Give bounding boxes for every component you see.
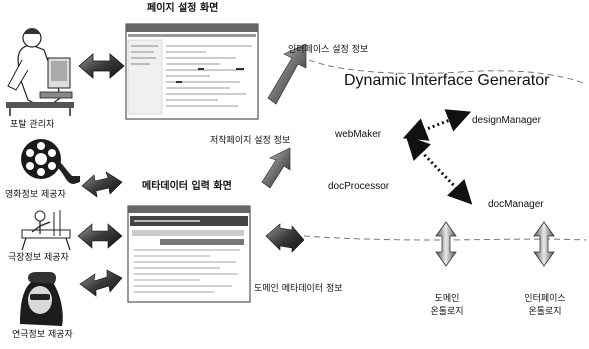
theater-provider-label: 극장정보 제공자 [8,253,69,263]
domain-ontology-label: 도메인 온톨로지 [428,293,466,319]
theater-figure [21,210,71,251]
domain-ontology-arrow [435,221,457,267]
docmanager-component: docManager [488,199,544,210]
system-title: Dynamic Interface Generator [344,72,550,89]
webmaker-designmanager-arrow [402,109,472,141]
interface-ontology-arrow [533,221,555,267]
page-setup-screenshot [125,23,259,120]
domain-metadata-flow-arrow [265,223,305,253]
authored-page-flow-arrow [261,147,291,189]
system-boundary [299,55,587,241]
actor-figure [20,272,63,326]
domain-ontology-line2: 온톨로지 [430,307,464,317]
film-reel-figure [21,139,80,184]
portal-admin-figure [6,28,74,116]
webmaker-component: webMaker [335,129,382,140]
interface-setting-info-label: 인터페이스 설정 정보 [288,45,369,55]
actor-provider-label: 연극정보 제공자 [12,330,73,340]
domain-ontology-line1: 도메인 [434,294,460,304]
authored-page-setting-info-label: 저작페이지 설정 정보 [210,136,291,146]
interface-ontology-line1: 인터페이스 [524,294,566,304]
interface-setting-flow-arrow [267,43,307,105]
metadata-input-title: 메타데이터 입력 화면 [142,181,232,192]
interface-ontology-line2: 온톨로지 [528,307,562,317]
movie-provider-label: 영화정보 제공자 [5,190,66,200]
designmanager-component: designManager [472,115,541,126]
admin-screen-bidirectional-arrow [78,53,125,79]
actor-provider-arrow [79,269,123,297]
webmaker-docmanager-arrow [405,135,473,205]
interface-ontology-label: 인터페이스 온톨로지 [520,293,570,319]
page-setup-title: 페이지 설정 화면 [147,3,219,14]
docprocessor-component: docProcessor [328,181,390,192]
theater-provider-arrow [77,223,123,249]
portal-admin-label: 포탈 관리자 [10,120,55,130]
metadata-input-screenshot [127,205,251,303]
domain-metadata-info-label: 도메인 메타데이터 정보 [254,284,343,294]
movie-provider-arrow [81,171,123,198]
